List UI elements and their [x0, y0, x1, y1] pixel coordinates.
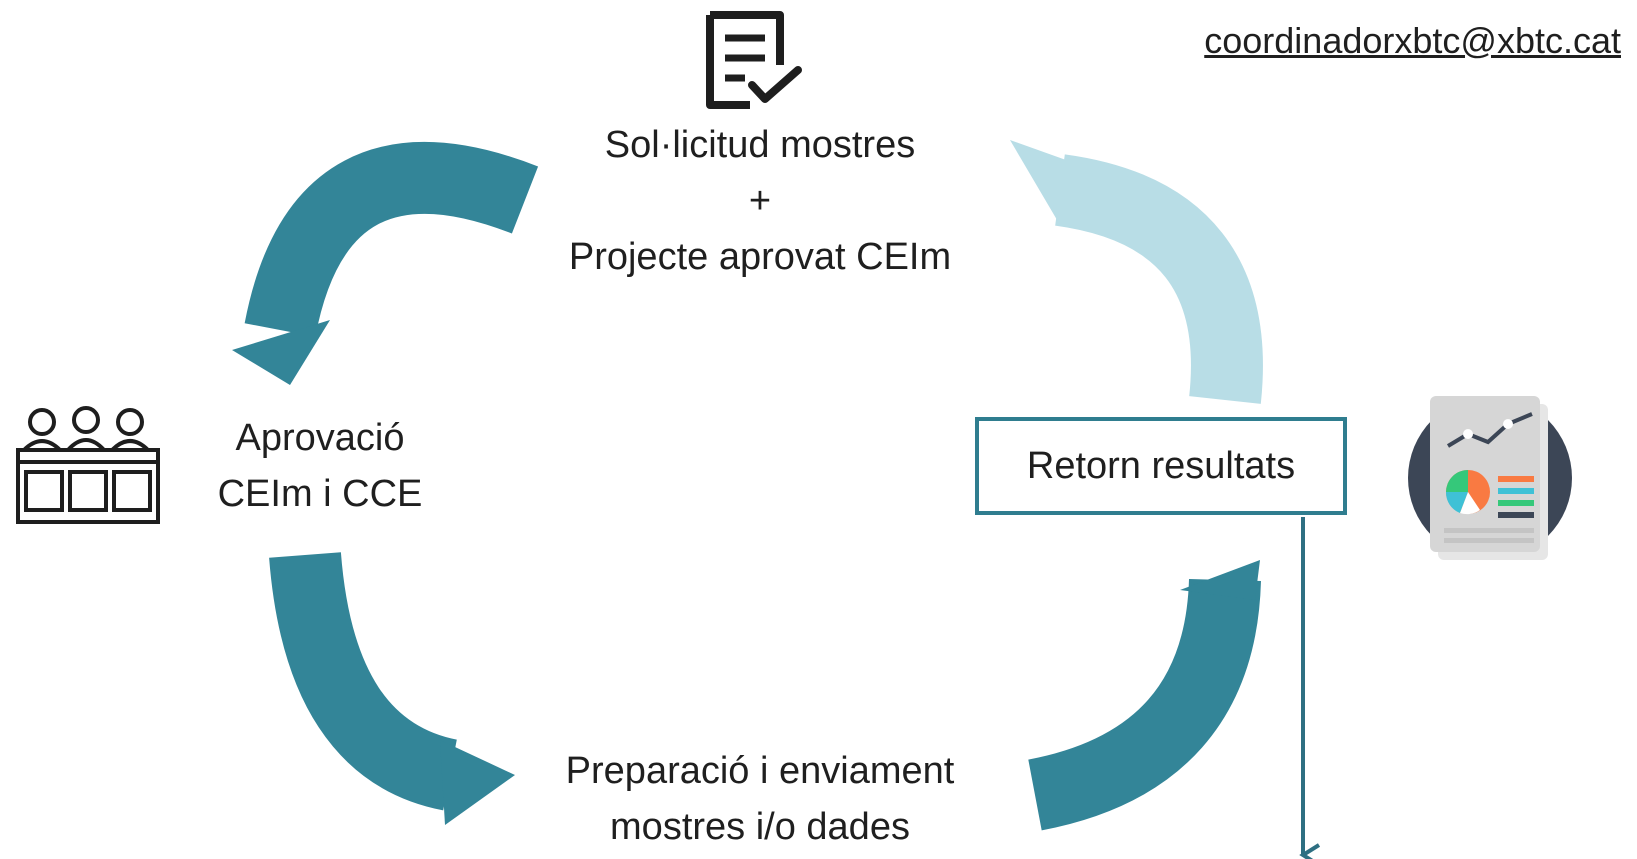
- approval-step-label: Aprovació CEIm i CCE: [175, 410, 465, 522]
- arrow-results-to-request: [1010, 140, 1263, 404]
- approval-line-1: Aprovació: [235, 417, 405, 459]
- arrow-request-to-approval: [232, 142, 539, 385]
- preparation-line-2: mostres i/o dades: [610, 806, 910, 848]
- request-line-2: +: [748, 180, 772, 222]
- arrow-preparation-to-results: [1027, 560, 1261, 831]
- checklist-document-icon: [706, 11, 802, 109]
- preparation-line-1: Preparació i enviament: [565, 750, 955, 792]
- arrow-approval-to-preparation: [269, 551, 515, 825]
- committee-panel-icon: [16, 406, 160, 524]
- approval-line-2: CEIm i CCE: [217, 473, 423, 515]
- results-step-box: Retorn resultats: [975, 417, 1347, 515]
- report-chart-icon: [1408, 396, 1572, 560]
- contact-email-link[interactable]: coordinadorxbtc@xbtc.cat: [1204, 20, 1621, 61]
- request-line-1: Sol·licitud mostres: [604, 124, 916, 166]
- request-step-label: Sol·licitud mostres + Projecte aprovat C…: [500, 117, 1020, 285]
- preparation-step-label: Preparació i enviament mostres i/o dades: [500, 743, 1020, 855]
- request-line-3: Projecte aprovat CEIm: [568, 236, 952, 278]
- results-label: Retorn resultats: [1026, 444, 1296, 487]
